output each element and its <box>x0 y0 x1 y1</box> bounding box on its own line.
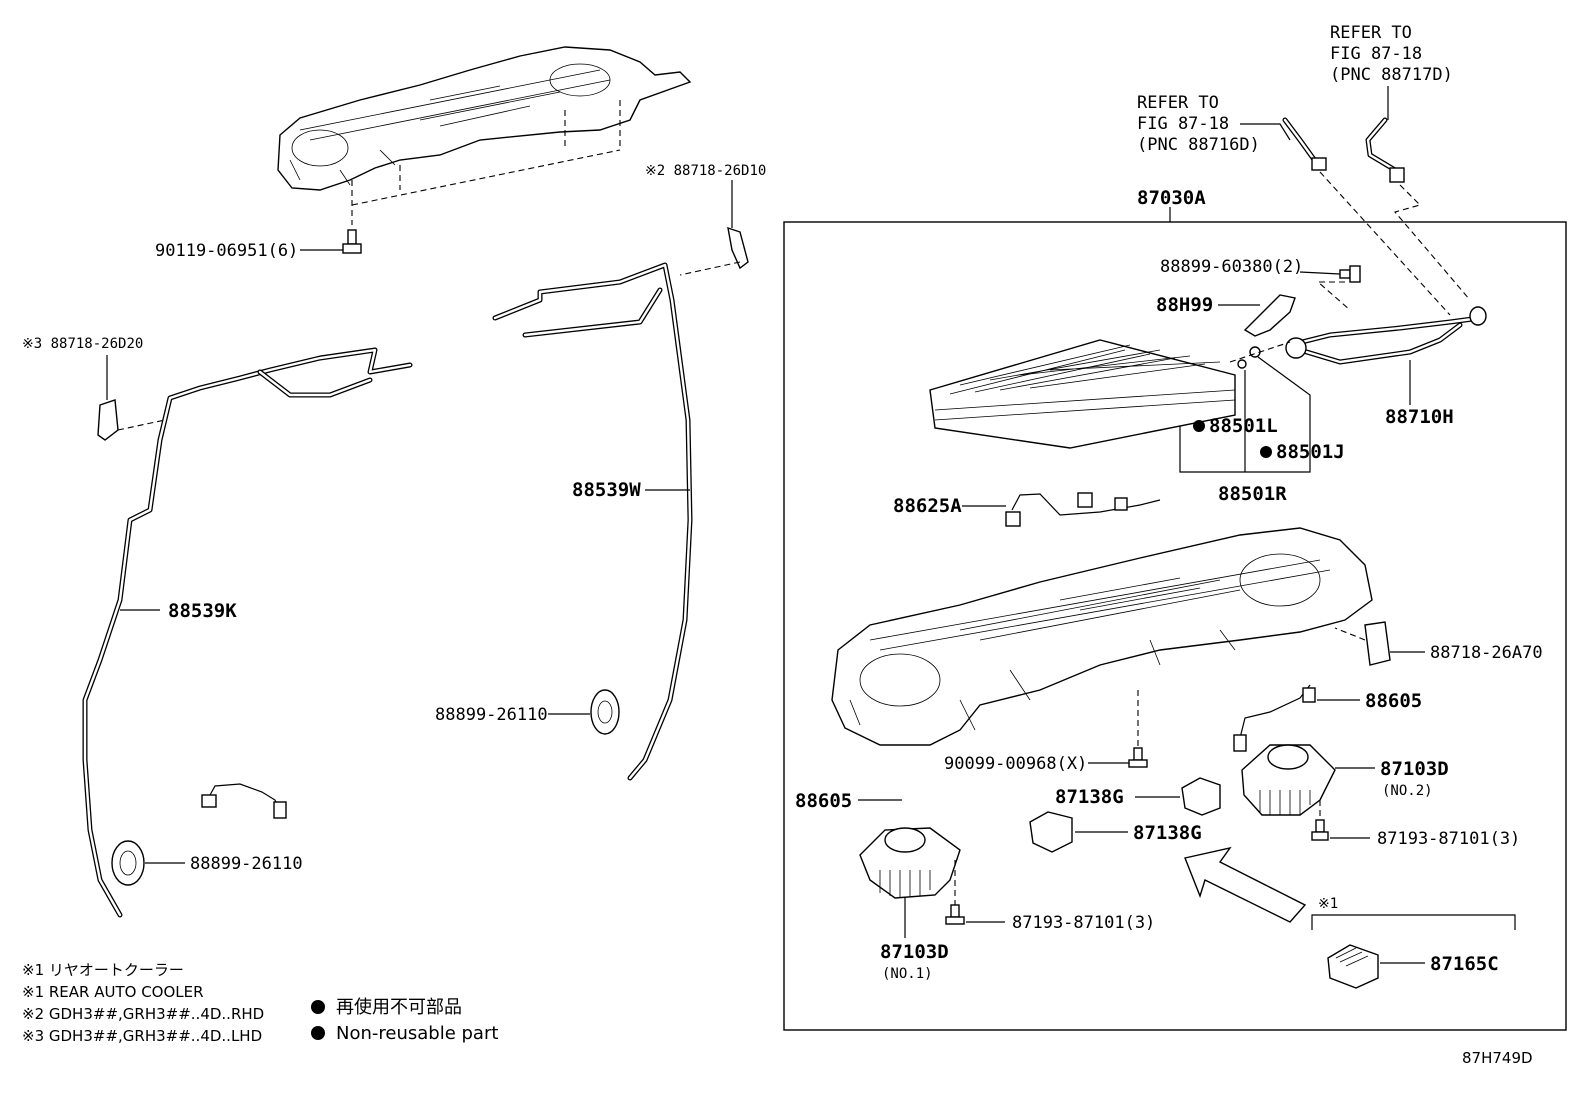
non-reusable-dot-icon <box>311 1026 325 1040</box>
label-87103D-no1-sub: (NO.1) <box>882 966 933 982</box>
label-87138G-upper: 87138G <box>1055 786 1124 808</box>
mark-note-1: ※1 <box>1318 896 1338 912</box>
grommet-icon <box>590 689 620 735</box>
label-88501R: 88501R <box>1218 483 1287 505</box>
refer-note-88716D-line3: (PNC 88716D) <box>1137 135 1260 155</box>
note-3: ※3 GDH3##,GRH3##..4D..LHD <box>22 1027 262 1045</box>
label-88899-26110-center: 88899-26110 <box>435 705 548 725</box>
screw-icon <box>1128 747 1148 768</box>
bracket-88718-26A70 <box>1364 621 1391 666</box>
label-90099-00968: 90099-00968(X) <box>944 754 1087 774</box>
label-88625A: 88625A <box>893 495 962 517</box>
resistor-87138G-upper <box>1181 777 1221 816</box>
legend-nonreuse-en: Non-reusable part <box>336 1023 498 1044</box>
label-87103D-no2: 87103D <box>1380 758 1449 780</box>
label-88718-26D10: ※2 88718-26D10 <box>645 163 766 179</box>
bolt-icon <box>342 229 362 254</box>
label-88539W: 88539W <box>572 479 641 501</box>
tube-88539W <box>492 262 693 781</box>
non-reusable-dot-icon <box>311 1000 325 1014</box>
screw-icon <box>1311 819 1329 841</box>
label-88501L: 88501L <box>1209 415 1278 437</box>
label-90119-06951: 90119-06951(6) <box>155 241 298 261</box>
sensor-88625A <box>1005 492 1161 527</box>
figure-code: 87H749D <box>1462 1049 1533 1067</box>
non-reusable-dot-icon <box>1260 446 1272 458</box>
label-87103D-no1: 87103D <box>880 941 949 963</box>
hose-stub-88716D <box>1282 117 1327 171</box>
blower-motor-no2 <box>1241 744 1336 816</box>
label-87030A: 87030A <box>1137 187 1206 209</box>
blower-motor-no1 <box>859 827 961 899</box>
resistor-87138G-lower <box>1029 811 1073 853</box>
refer-note-88717D-line3: (PNC 88717D) <box>1330 65 1453 85</box>
refer-note-88717D-line2: FIG 87-18 <box>1330 44 1422 64</box>
clip-88H99 <box>1243 294 1296 337</box>
label-87138G-lower: 87138G <box>1133 822 1202 844</box>
label-88605-upper: 88605 <box>1365 690 1422 712</box>
tube-88539K <box>82 347 413 918</box>
label-88718-26A70: 88718-26A70 <box>1430 643 1543 663</box>
amplifier-87165C <box>1327 944 1379 989</box>
label-88899-60380: 88899-60380(2) <box>1160 257 1303 277</box>
screw-icon <box>1339 265 1361 283</box>
hose-stub-88717D <box>1365 117 1405 183</box>
label-88H99: 88H99 <box>1156 294 1213 316</box>
label-88605-lower: 88605 <box>795 790 852 812</box>
note-1-jp: ※1 リヤオートクーラー <box>22 961 184 979</box>
note-1-en: ※1 REAR AUTO COOLER <box>22 983 204 1001</box>
label-87193-87101-right: 87193-87101(3) <box>1377 829 1520 849</box>
grommet-icon <box>111 840 145 886</box>
upper-housing-case <box>277 46 692 191</box>
o-ring-88501L-icon <box>1237 359 1247 369</box>
lower-housing-case <box>831 527 1373 746</box>
label-88539K: 88539K <box>168 600 237 622</box>
label-88710H: 88710H <box>1385 406 1454 428</box>
legend-nonreuse-jp: 再使用不可部品 <box>336 997 462 1018</box>
assembly-box-87030A <box>783 221 1567 1031</box>
sensor-88605-lower <box>201 783 287 819</box>
clip-88718-26D20 <box>97 399 119 441</box>
label-87165C: 87165C <box>1430 953 1499 975</box>
non-reusable-dot-icon <box>1193 420 1205 432</box>
label-87103D-no2-sub: (NO.2) <box>1382 783 1433 799</box>
label-88899-26110-left: 88899-26110 <box>190 854 303 874</box>
label-87193-87101-left: 87193-87101(3) <box>1012 913 1155 933</box>
sensor-88605-upper <box>1233 684 1316 752</box>
label-88501J: 88501J <box>1276 441 1345 463</box>
refer-note-88716D-line1: REFER TO <box>1137 93 1219 113</box>
screw-icon <box>945 904 965 925</box>
refer-note-88717D-line1: REFER TO <box>1330 23 1412 43</box>
pipe-88710H <box>1285 306 1487 365</box>
note-2: ※2 GDH3##,GRH3##..4D..RHD <box>22 1005 264 1023</box>
arrow-icon <box>1184 846 1307 923</box>
clip-88718-26D10 <box>727 226 749 270</box>
label-88718-26D20: ※3 88718-26D20 <box>22 336 143 352</box>
evaporator-core <box>929 339 1236 449</box>
refer-note-88716D-line2: FIG 87-18 <box>1137 114 1229 134</box>
